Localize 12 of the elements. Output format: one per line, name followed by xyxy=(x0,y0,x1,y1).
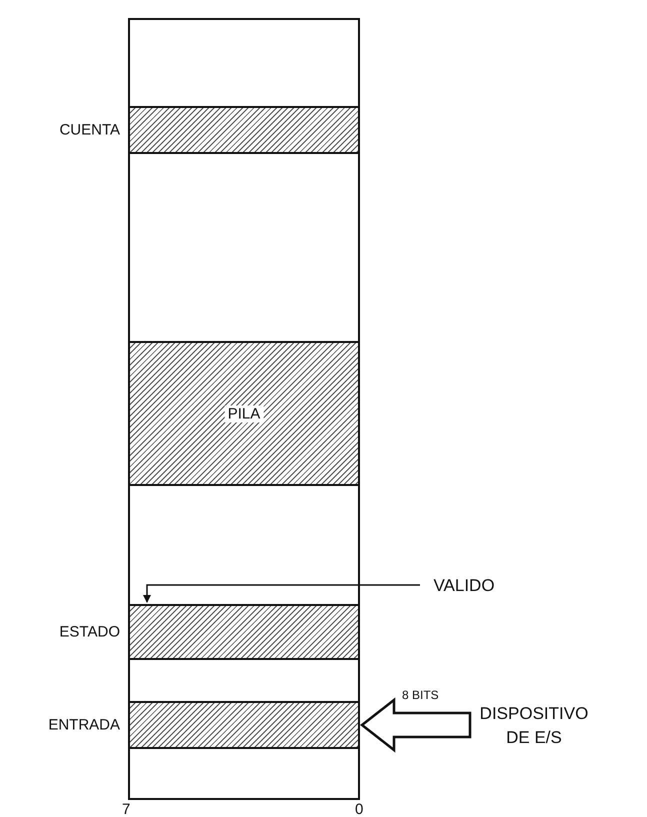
memory-label: CUENTA xyxy=(59,122,120,138)
memory-label: PILA xyxy=(224,405,264,422)
bit-number: 7 xyxy=(122,801,130,817)
memory-label: DISPOSITIVO DE E/S xyxy=(478,703,590,749)
edge-label: 8 BITS xyxy=(402,688,439,702)
memory-label: VALIDO xyxy=(432,575,496,597)
block-arrow xyxy=(360,697,472,753)
hatched-band xyxy=(130,341,358,486)
memory-label: ESTADO xyxy=(59,624,120,640)
leader-line xyxy=(143,584,420,603)
bit-number: 0 xyxy=(355,801,364,817)
memory-label: ENTRADA xyxy=(48,716,120,734)
